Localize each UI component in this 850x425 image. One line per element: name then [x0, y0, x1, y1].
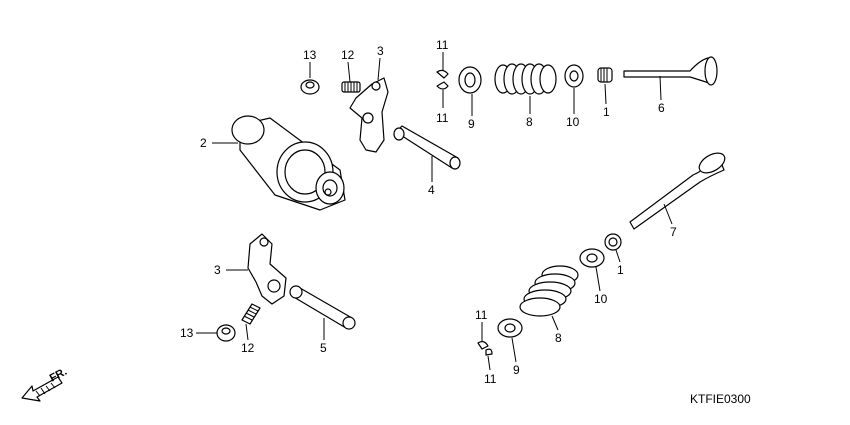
callout-10-bottom: 10: [594, 292, 608, 306]
part-10-spring-seat-bottom: [579, 248, 605, 268]
callout-11-c: 11: [475, 308, 488, 322]
callout-11-b: 11: [436, 111, 449, 125]
part-3-rocker-arm-top: [349, 77, 389, 153]
callout-labels: 13 12 3 11 11 9 8 10 1 6 2 4 7 1 3 10 8 …: [180, 38, 677, 386]
callout-9-bottom: 9: [513, 363, 520, 377]
front-direction-arrow: [21, 376, 63, 402]
part-12-adjust-screw-bottom: [241, 303, 261, 325]
callout-13-top: 13: [303, 48, 317, 62]
part-1-stem-seal-top: [597, 67, 613, 83]
diagram-code: KTFIE0300: [690, 392, 751, 406]
leader-lines: [196, 52, 673, 371]
front-marker-label: FR.: [48, 366, 69, 385]
part-4-rocker-shaft: [393, 125, 461, 170]
callout-11-a: 11: [436, 38, 449, 52]
part-5-rocker-shaft: [289, 285, 356, 330]
part-13-nut-top: [300, 79, 320, 95]
part-12-adjust-screw-top: [341, 81, 361, 93]
callout-13-bottom: 13: [180, 326, 194, 340]
callout-1-bottom: 1: [617, 263, 624, 277]
part-8-valve-spring-top: [494, 63, 557, 95]
part-3-rocker-arm-bottom: [247, 233, 287, 305]
callout-7: 7: [670, 225, 677, 239]
callout-3-top: 3: [377, 44, 384, 58]
callout-8-bottom: 8: [555, 331, 562, 345]
callout-12-top: 12: [341, 48, 355, 62]
callout-9-top: 9: [468, 117, 475, 131]
part-9-retainer-top: [458, 66, 482, 94]
callout-2: 2: [200, 136, 207, 150]
part-9-retainer-bottom: [497, 318, 523, 338]
callout-10-top: 10: [566, 115, 580, 129]
part-6-intake-valve: [623, 56, 718, 86]
part-11-cotter-bottom: [477, 340, 493, 356]
part-1-stem-seal-bottom: [604, 233, 622, 251]
callout-8-top: 8: [526, 115, 533, 129]
part-10-spring-seat-top: [564, 64, 584, 88]
part-7-exhaust-valve: [629, 152, 726, 230]
part-8-valve-spring-bottom: [519, 265, 579, 317]
callout-11-d: 11: [484, 372, 497, 386]
callout-4: 4: [428, 183, 435, 197]
callout-1-top: 1: [603, 105, 610, 119]
part-13-nut-bottom: [216, 324, 236, 342]
part-11-cotter-top: [436, 69, 449, 90]
part-2-camshaft: [231, 115, 346, 211]
callout-5: 5: [320, 341, 327, 355]
callout-6: 6: [658, 101, 665, 115]
callout-3-bottom: 3: [214, 263, 221, 277]
callout-12-bottom: 12: [241, 341, 255, 355]
